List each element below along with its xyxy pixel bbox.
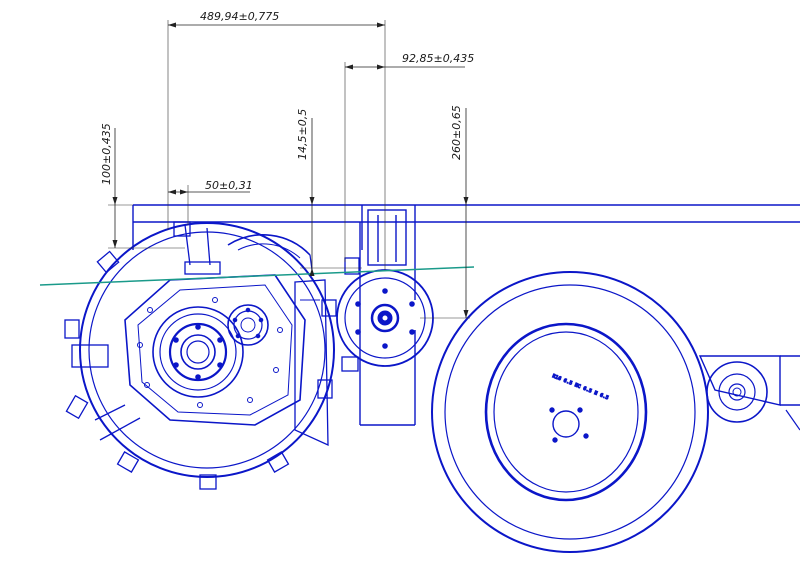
- gearbox-housing: [124, 274, 329, 447]
- dimension-label-50: 50±0,31: [205, 179, 253, 192]
- dimension-label-260: 260±0,65: [450, 105, 463, 160]
- dimension-260: 260±0,65: [420, 105, 470, 319]
- wheel-lugs: [64, 221, 337, 490]
- idler-pulley: [336, 257, 434, 372]
- main-hub: [152, 306, 244, 398]
- dimension-label-489: 489,94±0,775: [200, 10, 279, 23]
- secondary-gear: [227, 304, 269, 346]
- drive-wheel: [64, 221, 337, 490]
- dimension-14: 14,5±0,5: [296, 109, 362, 276]
- dimension-label-100: 100±0,435: [100, 123, 113, 185]
- gearbox-bolts: [137, 297, 283, 408]
- dimension-489: 489,94±0,775: [167, 10, 386, 270]
- reference-line: [39, 266, 475, 286]
- dimension-label-92: 92,85±0,435: [402, 52, 474, 65]
- right-arm: [698, 355, 800, 431]
- dimension-100: 100±0,435: [100, 123, 185, 249]
- dimension-label-14: 14,5±0,5: [296, 109, 309, 160]
- large-tire: R16 6.5 NC 6.5 H 6.5: [431, 271, 709, 553]
- dimension-50: 50±0,31: [168, 179, 253, 225]
- dimension-92: 92,85±0,435: [344, 52, 474, 262]
- chassis-frame: [132, 204, 800, 426]
- wheel-marking: R16 6.5 NC 6.5 H 6.5: [551, 373, 609, 401]
